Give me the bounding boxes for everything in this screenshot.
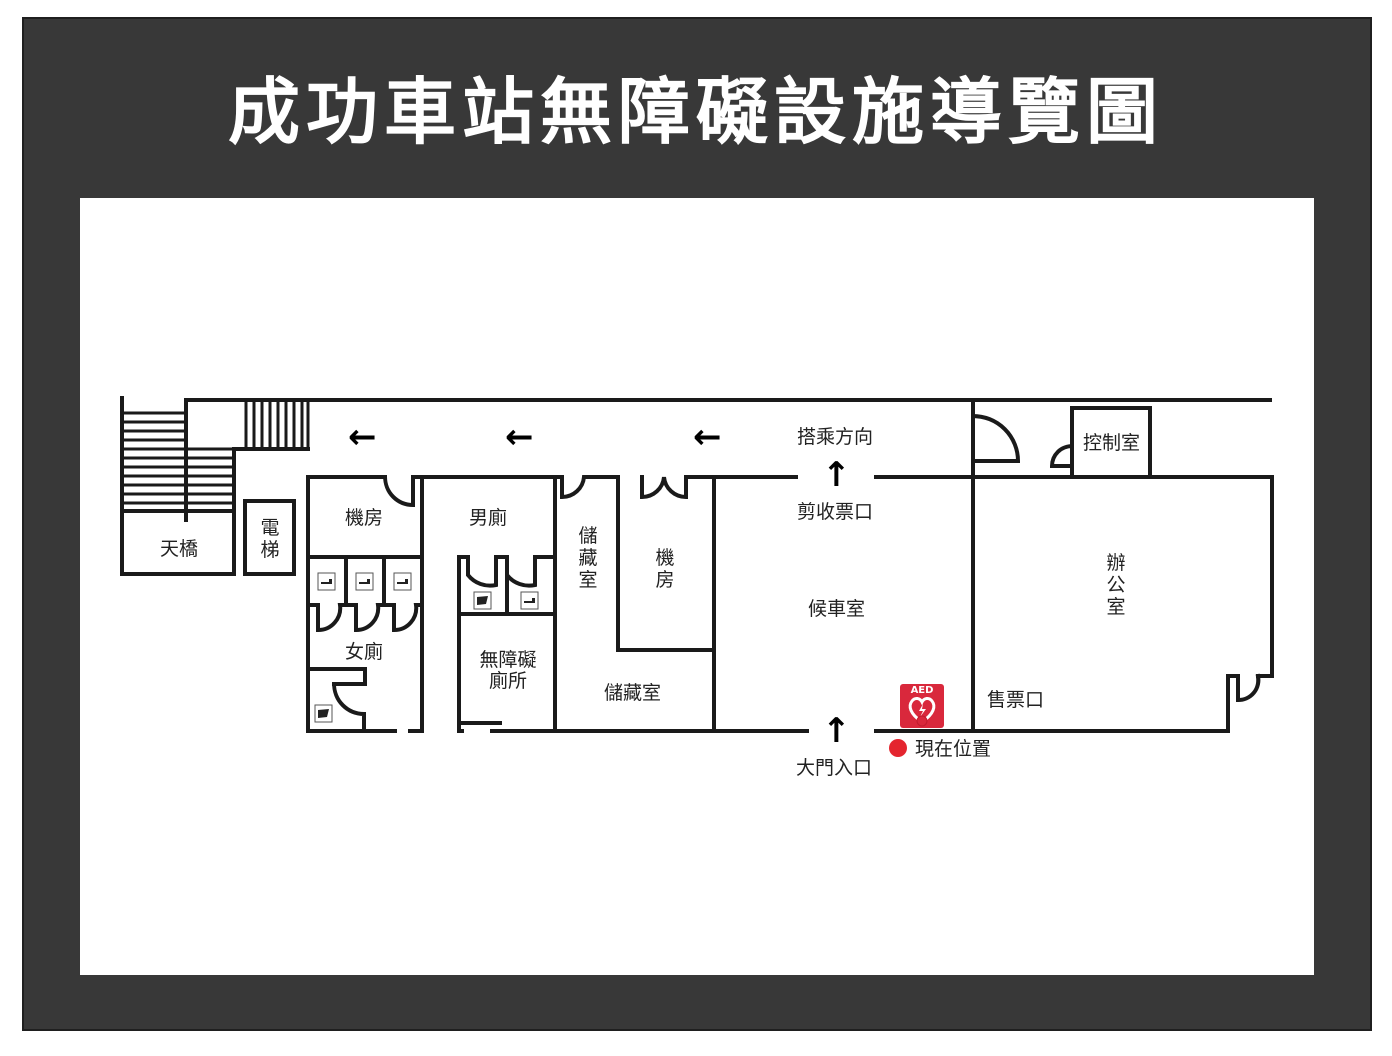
label-ticket-gate: 剪收票口 [797, 501, 874, 523]
elevator-box [243, 499, 296, 576]
room-label-womens-restroom: 女廁 [345, 641, 384, 663]
label-current-location: 現在位置 [915, 738, 992, 760]
current-location-marker-icon [889, 739, 907, 757]
arrow-left-icon: ← [505, 417, 534, 457]
room-label-storage: 儲藏室 [604, 682, 662, 704]
arrow-left-icon: ← [348, 417, 377, 457]
floor-plan-panel [80, 198, 1314, 975]
room-label-ticket-office: 售票口 [987, 689, 1045, 711]
arrow-left-icon: ← [693, 417, 722, 457]
room-label-machine-room-2: 機房 [655, 547, 675, 591]
room-label-waiting-room: 候車室 [808, 598, 866, 620]
label-main-entrance: 大門入口 [796, 757, 873, 779]
arrow-up-icon: ↑ [822, 455, 851, 495]
arrow-up-icon: ↑ [822, 711, 851, 751]
page-title: 成功車站無障礙設施導覽圖 [227, 70, 1164, 154]
room-label-control-room: 控制室 [1083, 432, 1141, 454]
room-label-office: 辦公室 [1106, 552, 1126, 618]
room-label-accessible-restroom: 無障礙廁所 [479, 649, 537, 692]
aed-icon: AED [900, 684, 944, 728]
stairs-icon [120, 396, 1272, 576]
room-label-elevator: 電梯 [260, 517, 280, 561]
room-label-skybridge: 天橋 [160, 538, 199, 560]
room-label-machine-room-1: 機房 [345, 507, 384, 529]
room-label-mens-restroom: 男廁 [469, 507, 508, 529]
label-boarding-direction: 搭乘方向 [797, 426, 874, 448]
room-label-storage-vertical: 儲藏室 [578, 525, 598, 591]
